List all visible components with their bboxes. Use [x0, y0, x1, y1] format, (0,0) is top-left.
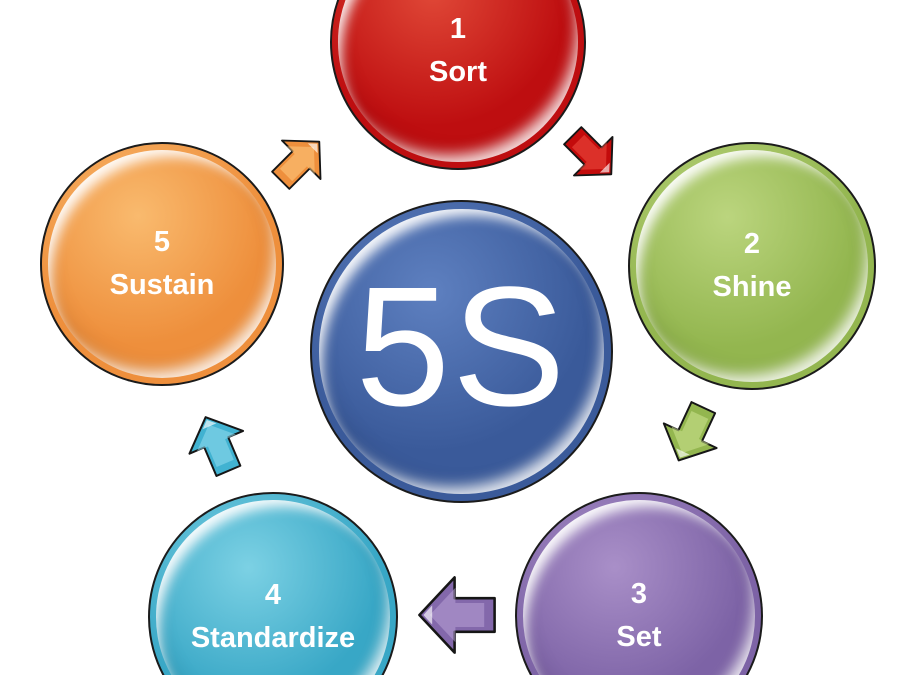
step-number: 2 [743, 228, 761, 260]
circle-step-standardize: 4 Standardize [148, 492, 398, 675]
sustain-to-sort-arrow-icon [271, 139, 322, 190]
step-number: 1 [449, 13, 467, 45]
step-label: Sort [429, 56, 487, 88]
circle-step-shine: 2 Shine [628, 142, 876, 390]
set-to-standardize-arrow-icon [418, 576, 496, 654]
step-label: Set [616, 621, 662, 653]
standardize-to-sustain-arrow-icon [188, 416, 245, 477]
hub-label: 5S [355, 251, 568, 442]
circle-center-hub: 5S [310, 200, 613, 503]
step-number: 5 [153, 226, 171, 258]
circle-step-sustain: 5 Sustain [40, 142, 284, 386]
shine-to-set-arrow-icon [662, 401, 718, 462]
step-label: Sustain [109, 269, 215, 301]
step-number: 4 [264, 579, 282, 611]
step-number: 3 [630, 578, 648, 610]
circle-step-set: 3 Set [515, 492, 763, 675]
sort-to-shine-arrow-icon [563, 126, 614, 177]
step-label: Shine [712, 271, 792, 303]
circle-step-sort: 1 Sort [330, 0, 586, 170]
step-label: Standardize [190, 622, 356, 654]
